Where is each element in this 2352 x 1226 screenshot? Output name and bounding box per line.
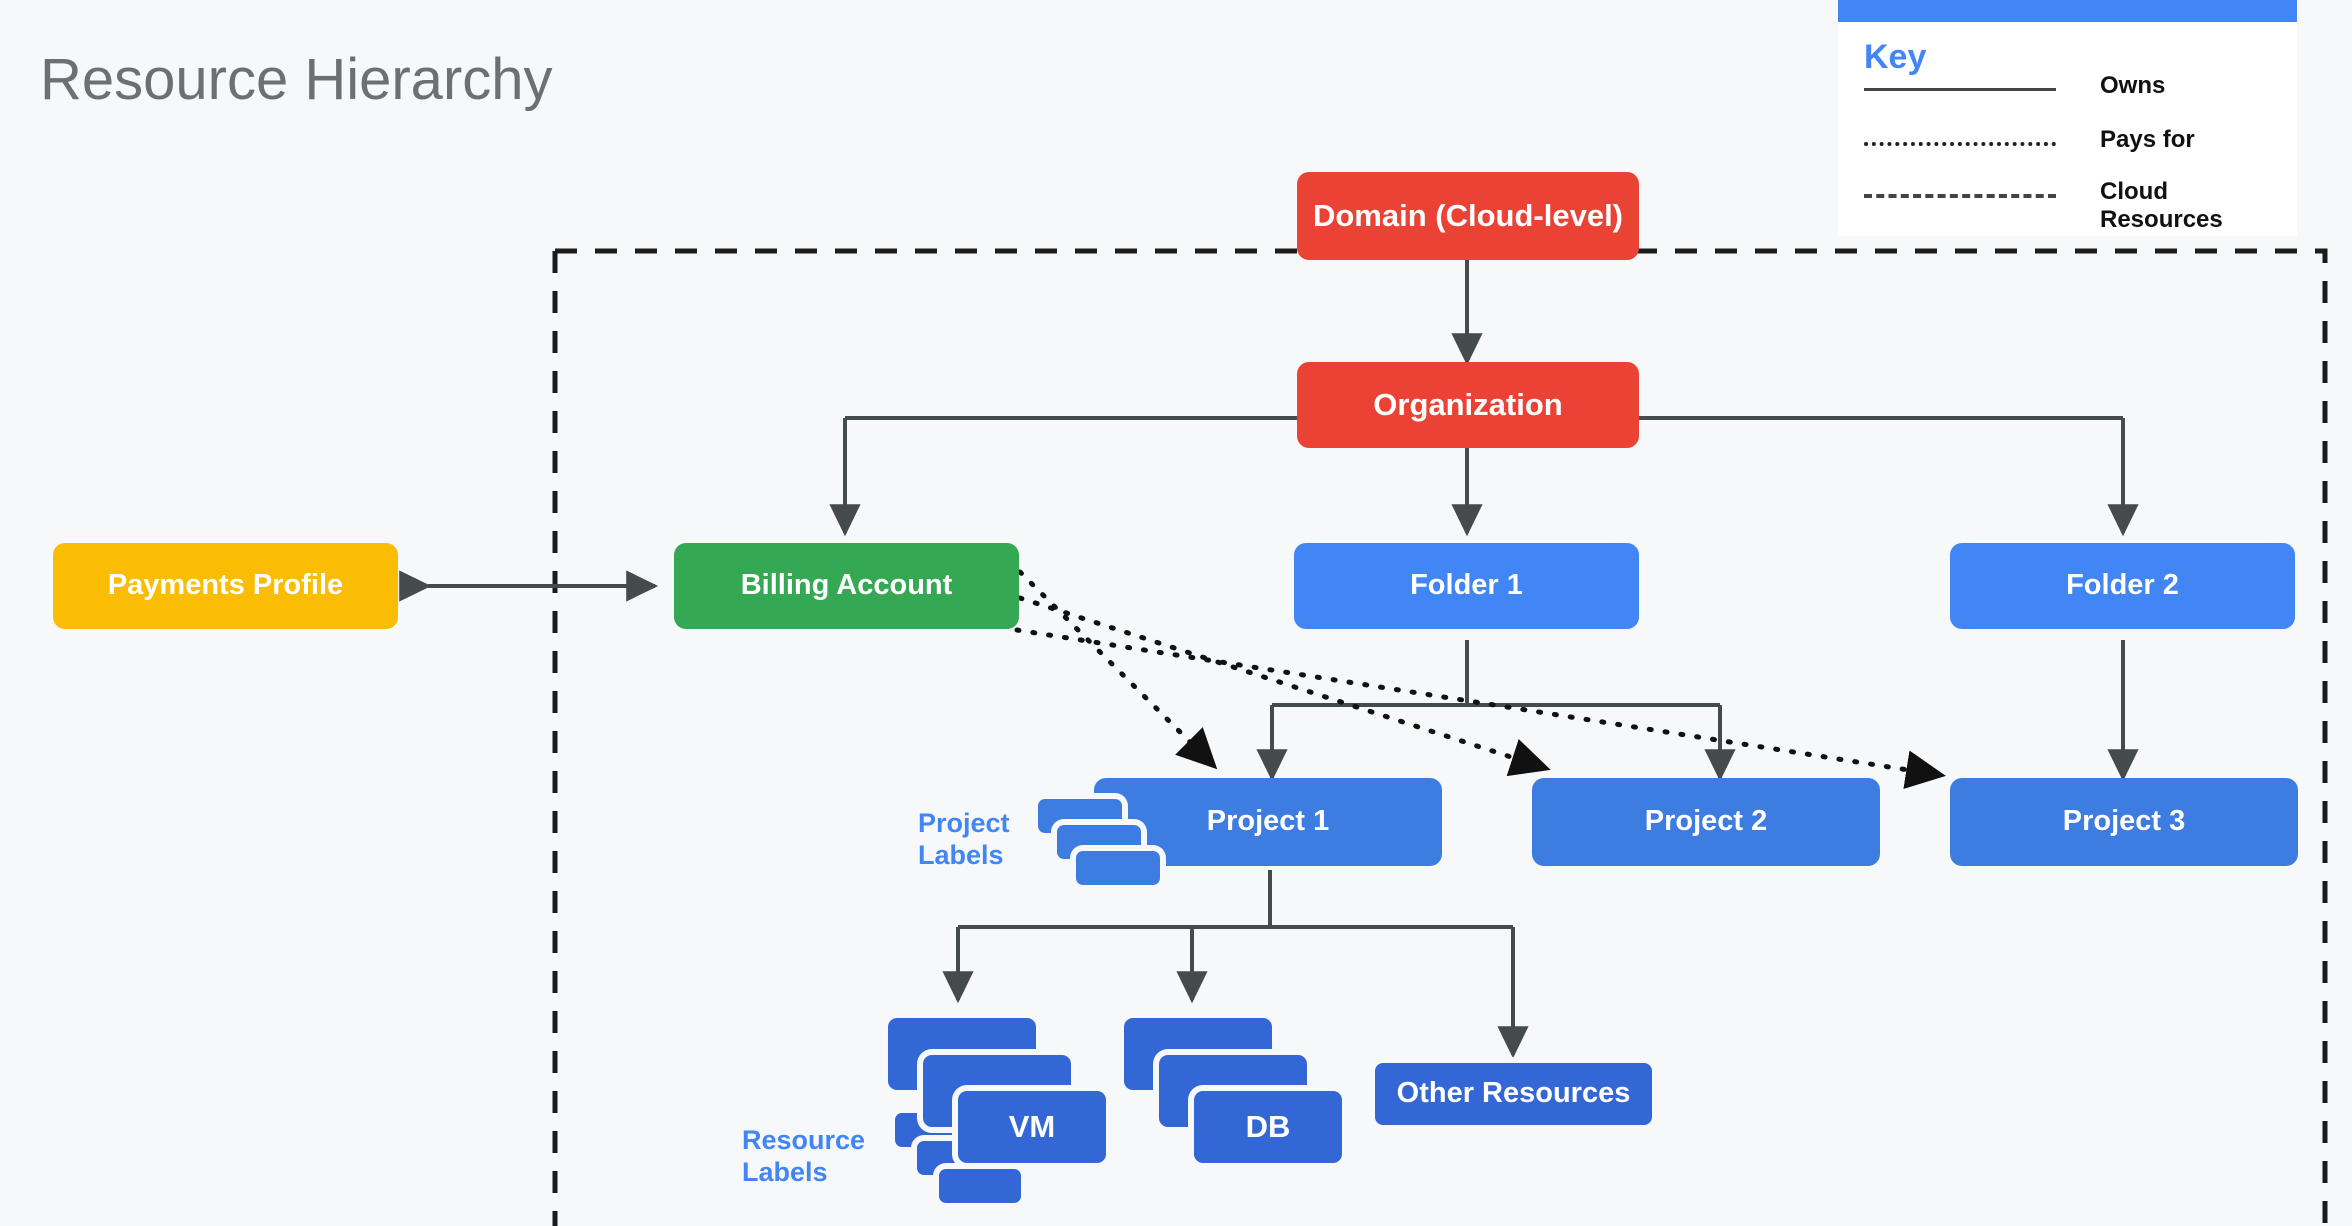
node-billing-account[interactable]: Billing Account: [674, 543, 1019, 629]
node-folder-2[interactable]: Folder 2: [1950, 543, 2295, 629]
node-folder-1-label: Folder 1: [1410, 569, 1523, 602]
legend-label-owns: Owns: [2100, 72, 2166, 99]
resource-labels-line-1: Resource: [742, 1125, 866, 1155]
node-project-2[interactable]: Project 2: [1532, 778, 1880, 866]
legend-panel: Key Owns Pays for Cloud Resources: [1838, 0, 2297, 236]
resource-label-tag-3: [939, 1169, 1021, 1203]
node-project-3[interactable]: Project 3: [1950, 778, 2298, 866]
legend-accent-bar: [1838, 0, 2297, 22]
project-label-tag-3: [1076, 851, 1160, 885]
node-other-resources[interactable]: Other Resources: [1375, 1063, 1652, 1125]
legend-line-dotted-icon: [1864, 142, 2056, 146]
edge-folder1-bus: [1272, 640, 1720, 707]
project-labels-tag-stack: [1038, 799, 1168, 889]
node-folder-1[interactable]: Folder 1: [1294, 543, 1639, 629]
node-project-2-label: Project 2: [1644, 805, 1768, 838]
node-payments-profile[interactable]: Payments Profile: [53, 543, 398, 629]
node-billing-account-label: Billing Account: [740, 569, 953, 602]
cloud-resources-boundary: [552, 248, 2328, 1226]
edge-billing-project2-paysfor: [1017, 595, 1551, 777]
project-labels-line-1: Project: [918, 808, 1010, 838]
vm-sheet-front[interactable]: VM: [958, 1091, 1106, 1163]
node-project-1[interactable]: Project 1: [1094, 778, 1442, 866]
legend-line-dashed-icon: [1864, 194, 2056, 198]
resource-labels-line-2: Labels: [742, 1156, 828, 1187]
node-organization-label: Organization: [1373, 387, 1563, 423]
resource-cluster-vm[interactable]: VM: [888, 1018, 1148, 1163]
node-project-3-label: Project 3: [2062, 805, 2186, 838]
legend-title: Key: [1864, 38, 1927, 76]
node-domain-label: Domain (Cloud-level): [1312, 198, 1623, 234]
edge-project1-bus: [958, 870, 1513, 929]
node-project-1-label: Project 1: [1206, 805, 1330, 838]
node-folder-2-label: Folder 2: [2066, 569, 2179, 602]
edge-billing-project3-paysfor: [1014, 627, 1946, 789]
edge-billing-project1-paysfor: [1017, 569, 1218, 770]
project-labels-annotation: Project Labels: [918, 808, 1048, 872]
legend-line-solid-icon: [1864, 88, 2056, 91]
node-other-resources-label: Other Resources: [1396, 1077, 1631, 1110]
node-payments-profile-label: Payments Profile: [107, 569, 344, 602]
project-labels-line-2: Labels: [918, 839, 1004, 870]
resource-cluster-db[interactable]: DB: [1124, 1018, 1384, 1163]
db-sheet-front[interactable]: DB: [1194, 1091, 1342, 1163]
legend-label-cloud-resources: Cloud Resources: [2100, 178, 2223, 234]
node-organization[interactable]: Organization: [1297, 362, 1639, 448]
resource-labels-annotation: Resource Labels: [742, 1125, 892, 1189]
node-vm-label: VM: [1008, 1109, 1056, 1144]
page-title: Resource Hierarchy: [40, 47, 553, 112]
node-db-label: DB: [1245, 1109, 1291, 1144]
legend-label-pays-for: Pays for: [2100, 126, 2195, 153]
node-domain[interactable]: Domain (Cloud-level): [1297, 172, 1639, 260]
